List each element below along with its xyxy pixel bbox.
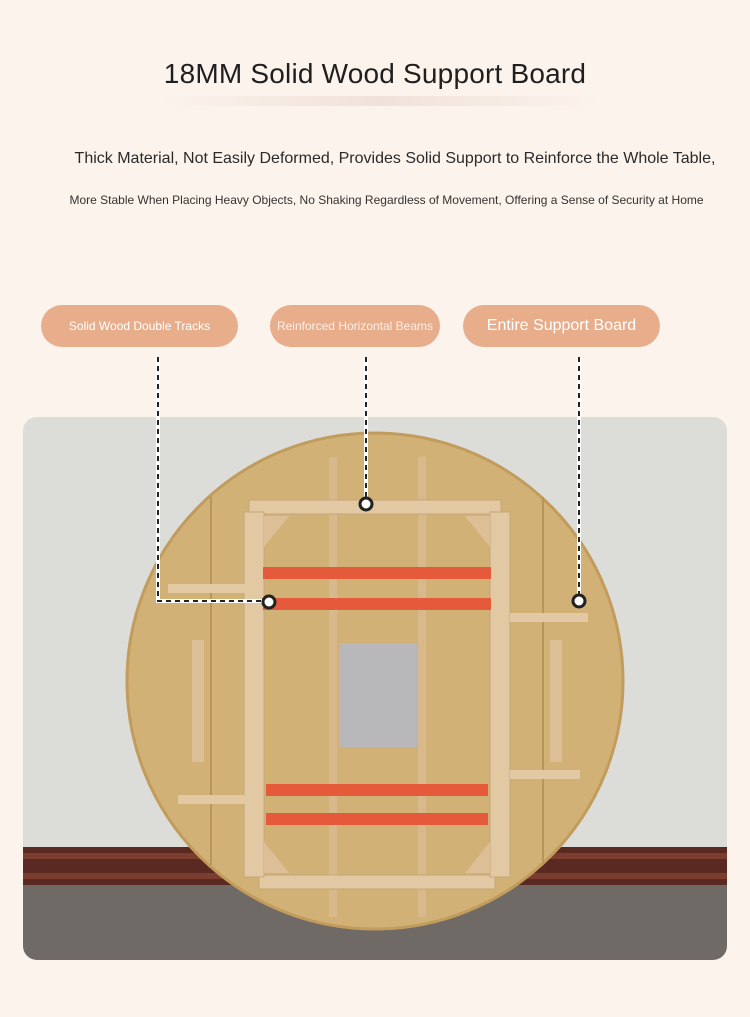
callout-horizontal-beams: Reinforced Horizontal Beams bbox=[270, 305, 440, 347]
callout-double-tracks: Solid Wood Double Tracks bbox=[41, 305, 238, 347]
subtitle-primary: Thick Material, Not Easily Deformed, Pro… bbox=[74, 150, 716, 167]
table-underside-illustration bbox=[23, 417, 727, 960]
title-underline bbox=[160, 96, 600, 106]
callout-support-board: Entire Support Board bbox=[463, 305, 660, 347]
subtitle-secondary: More Stable When Placing Heavy Objects, … bbox=[69, 193, 704, 207]
product-photo bbox=[23, 417, 727, 960]
page-title: 18MM Solid Wood Support Board bbox=[163, 58, 587, 89]
